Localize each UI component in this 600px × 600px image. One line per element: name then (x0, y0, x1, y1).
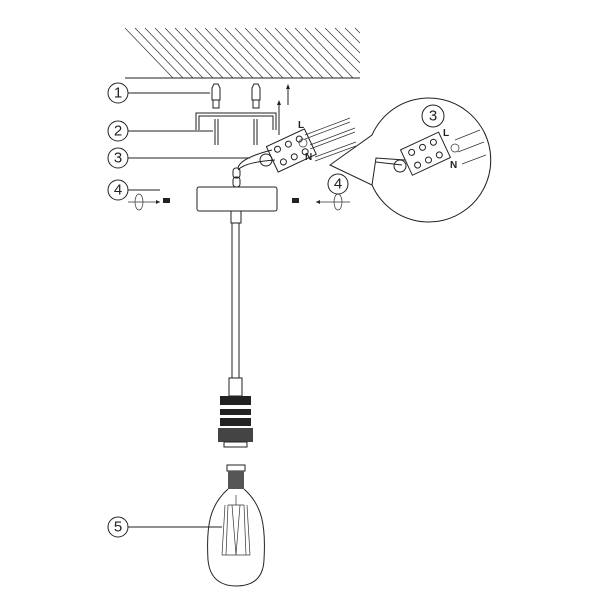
screw-icon (292, 198, 299, 203)
lamp-socket (218, 377, 253, 448)
hatch-line (214, 27, 264, 79)
hatch-line (264, 27, 314, 79)
hatch-line (144, 27, 194, 79)
hatch-line (294, 27, 344, 79)
callout-2: 2 (107, 120, 213, 142)
hatch-line (134, 27, 184, 79)
hatch-line (274, 27, 324, 79)
hatch-line (234, 27, 284, 79)
hatch-line (304, 27, 354, 79)
rotate-arrow-left (128, 193, 160, 211)
callout-4: 4 (107, 179, 160, 201)
supply-wires (237, 117, 357, 171)
callout-3: 3 (107, 147, 250, 169)
hatch-line (184, 27, 234, 79)
hatch-line (354, 27, 361, 34)
rotate-arrow-right (316, 193, 350, 211)
mounting-bracket (195, 100, 281, 145)
earth-icon (450, 143, 460, 153)
screw-icon (163, 198, 170, 203)
hatch-line (324, 27, 361, 64)
hatch-line (174, 27, 224, 79)
edison-bulb (207, 464, 265, 587)
callout-3-label: 3 (114, 150, 122, 167)
detail-callout-3-label: 3 (429, 108, 437, 125)
hatch-line (124, 27, 174, 79)
hatch-line (314, 27, 361, 74)
callout-5-label: 5 (114, 519, 122, 536)
wall-plugs (211, 83, 290, 109)
detail-callout (329, 97, 492, 223)
detail-neutral-label: N (450, 160, 457, 171)
callout-5: 5 (107, 516, 222, 538)
callout-4-right-label: 4 (334, 176, 342, 193)
terminal-neutral-label: N (305, 152, 312, 163)
hatch-line (334, 27, 361, 54)
earth-icon (298, 138, 308, 148)
terminal-block (265, 128, 317, 173)
callout-1-label: 1 (114, 85, 122, 102)
detail-live-label: L (443, 128, 449, 139)
hatch-line (164, 27, 214, 79)
hatch-line (204, 27, 254, 79)
callout-2-label: 2 (114, 123, 122, 140)
hatch-line (154, 27, 204, 79)
hatch-line (194, 27, 244, 79)
hatch-line (244, 27, 294, 79)
hatch-line (224, 27, 274, 79)
ceiling (124, 27, 361, 79)
hatch-line (284, 27, 334, 79)
callout-4-label: 4 (114, 182, 122, 199)
terminal-live-label: L (298, 120, 304, 131)
canopy (163, 167, 299, 224)
callout-1: 1 (107, 82, 210, 104)
callout-4-right (327, 173, 349, 195)
detail-callout-3 (421, 104, 445, 128)
hatch-line (254, 27, 304, 79)
hatch-line (344, 27, 361, 44)
